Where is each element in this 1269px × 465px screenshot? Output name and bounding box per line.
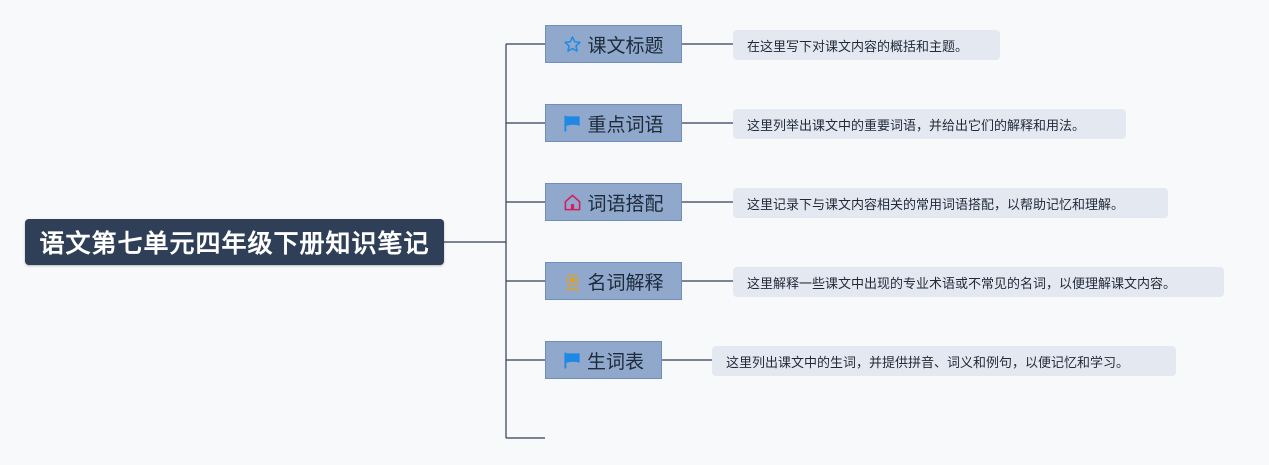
- flag-icon: [563, 351, 582, 370]
- branch-label: 课文标题: [587, 34, 664, 57]
- note-text: 这里列出课文中的生词，并提供拼音、词义和例句，以便记忆和学习。: [726, 355, 1130, 371]
- note-text: 在这里写下对课文内容的概括和主题。: [747, 39, 969, 55]
- note-text: 这里解释一些课文中出现的专业术语或不常见的名词，以便理解课文内容。: [747, 276, 1177, 292]
- root-topic[interactable]: 语文第七单元四年级下册知识笔记: [25, 219, 444, 265]
- branch-label: 名词解释: [587, 271, 664, 294]
- branch-label: 生词表: [586, 350, 644, 373]
- note-text: 这里记录下与课文内容相关的常用词语搭配，以帮助记忆和理解。: [747, 197, 1125, 213]
- branch-topic-2[interactable]: 重点词语: [545, 104, 682, 142]
- branch-topic-3[interactable]: 词语搭配: [545, 183, 682, 221]
- home-icon: [563, 193, 582, 212]
- note-5[interactable]: 这里列出课文中的生词，并提供拼音、词义和例句，以便记忆和学习。: [712, 346, 1176, 376]
- branch-label: 词语搭配: [587, 192, 664, 215]
- note-2[interactable]: 这里列举出课文中的重要词语，并给出它们的解释和用法。: [733, 109, 1126, 139]
- note-3[interactable]: 这里记录下与课文内容相关的常用词语搭配，以帮助记忆和理解。: [733, 188, 1168, 218]
- branch-topic-4[interactable]: 名词解释: [545, 262, 682, 300]
- star-icon: [563, 35, 582, 54]
- root-title: 语文第七单元四年级下册知识笔记: [39, 229, 430, 258]
- branch-label: 重点词语: [587, 113, 664, 136]
- flag-icon: [563, 114, 582, 133]
- note-4[interactable]: 这里解释一些课文中出现的专业术语或不常见的名词，以便理解课文内容。: [733, 267, 1224, 297]
- branch-topic-5[interactable]: 生词表: [545, 341, 662, 379]
- award-icon: [563, 272, 582, 291]
- note-1[interactable]: 在这里写下对课文内容的概括和主题。: [733, 30, 1000, 60]
- branch-topic-1[interactable]: 课文标题: [545, 25, 682, 63]
- note-text: 这里列举出课文中的重要词语，并给出它们的解释和用法。: [747, 118, 1086, 134]
